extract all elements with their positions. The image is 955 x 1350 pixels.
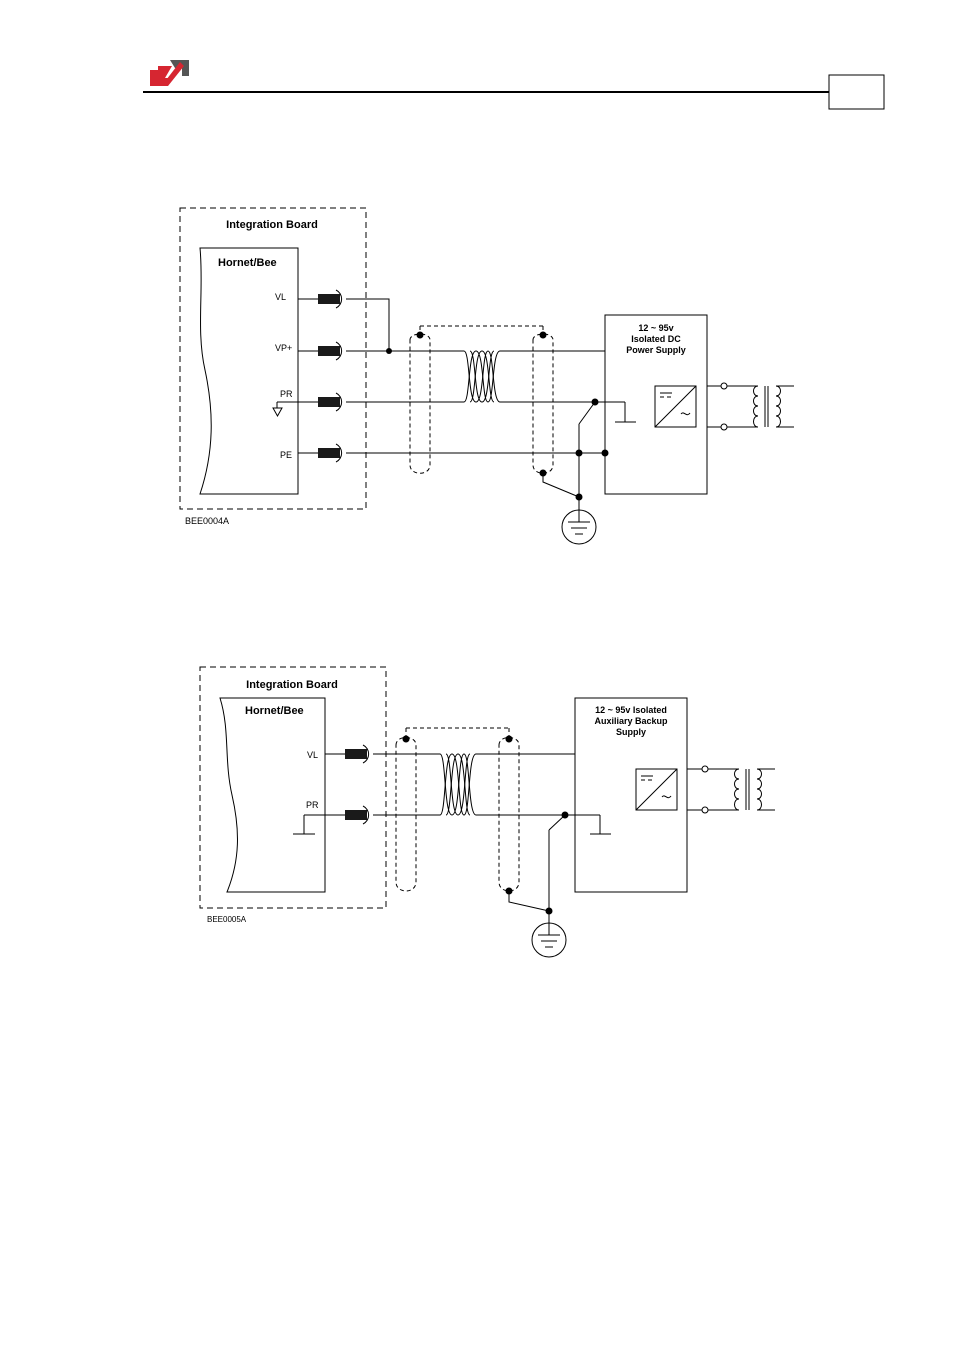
transformer-icon xyxy=(687,766,775,813)
pin-label-pe: PE xyxy=(280,450,292,460)
connector-pe xyxy=(298,444,342,462)
diagram-code: BEE0004A xyxy=(185,516,229,526)
supply-line-1: 12 ~ 95v xyxy=(638,323,673,333)
module-label: Hornet/Bee xyxy=(218,257,277,269)
supply-line-3: Power Supply xyxy=(626,345,686,355)
diagram-2: Integration Board Hornet/Bee VL PR xyxy=(200,667,775,957)
earth-ground-icon xyxy=(532,923,566,957)
wiring xyxy=(346,299,636,510)
supply-line-1: 12 ~ 95v Isolated xyxy=(595,705,667,715)
hornet-bee-module xyxy=(220,698,325,892)
supply-line-2: Isolated DC xyxy=(631,334,681,344)
dc-ac-converter-icon xyxy=(636,769,677,810)
pin-label-vp: VP+ xyxy=(275,343,292,353)
connector-vp xyxy=(298,342,342,360)
diagram-code: BEE0005A xyxy=(207,915,247,924)
earth-ground-icon xyxy=(562,510,596,544)
integration-board-label: Integration Board xyxy=(226,219,318,231)
supply-line-2: Auxiliary Backup xyxy=(594,716,668,726)
connector-pr xyxy=(298,393,342,411)
integration-board-frame xyxy=(200,667,386,908)
dc-ac-converter-icon xyxy=(655,386,696,427)
cable-shield xyxy=(396,728,519,891)
signal-ground-icon xyxy=(293,815,325,834)
module-label: Hornet/Bee xyxy=(245,705,304,717)
pin-label-pr: PR xyxy=(280,389,293,399)
connector-pr xyxy=(325,806,369,824)
diagram-1: Integration Board Hornet/Bee VL VP+ PR P… xyxy=(180,208,794,544)
pin-label-vl: VL xyxy=(275,292,286,302)
connector-vl xyxy=(298,290,342,308)
signal-ground-icon xyxy=(273,402,298,416)
integration-board-label: Integration Board xyxy=(246,679,338,691)
supply-line-3: Supply xyxy=(616,727,646,737)
junction-dots xyxy=(403,736,569,915)
junction-dots xyxy=(386,332,609,501)
pin-label-vl: VL xyxy=(307,750,318,760)
page-number-box xyxy=(829,75,884,109)
company-logo xyxy=(150,60,189,86)
connector-vl xyxy=(325,745,369,763)
pin-label-pr: PR xyxy=(306,800,319,810)
transformer-icon xyxy=(707,383,794,430)
cable-shield xyxy=(410,326,553,473)
